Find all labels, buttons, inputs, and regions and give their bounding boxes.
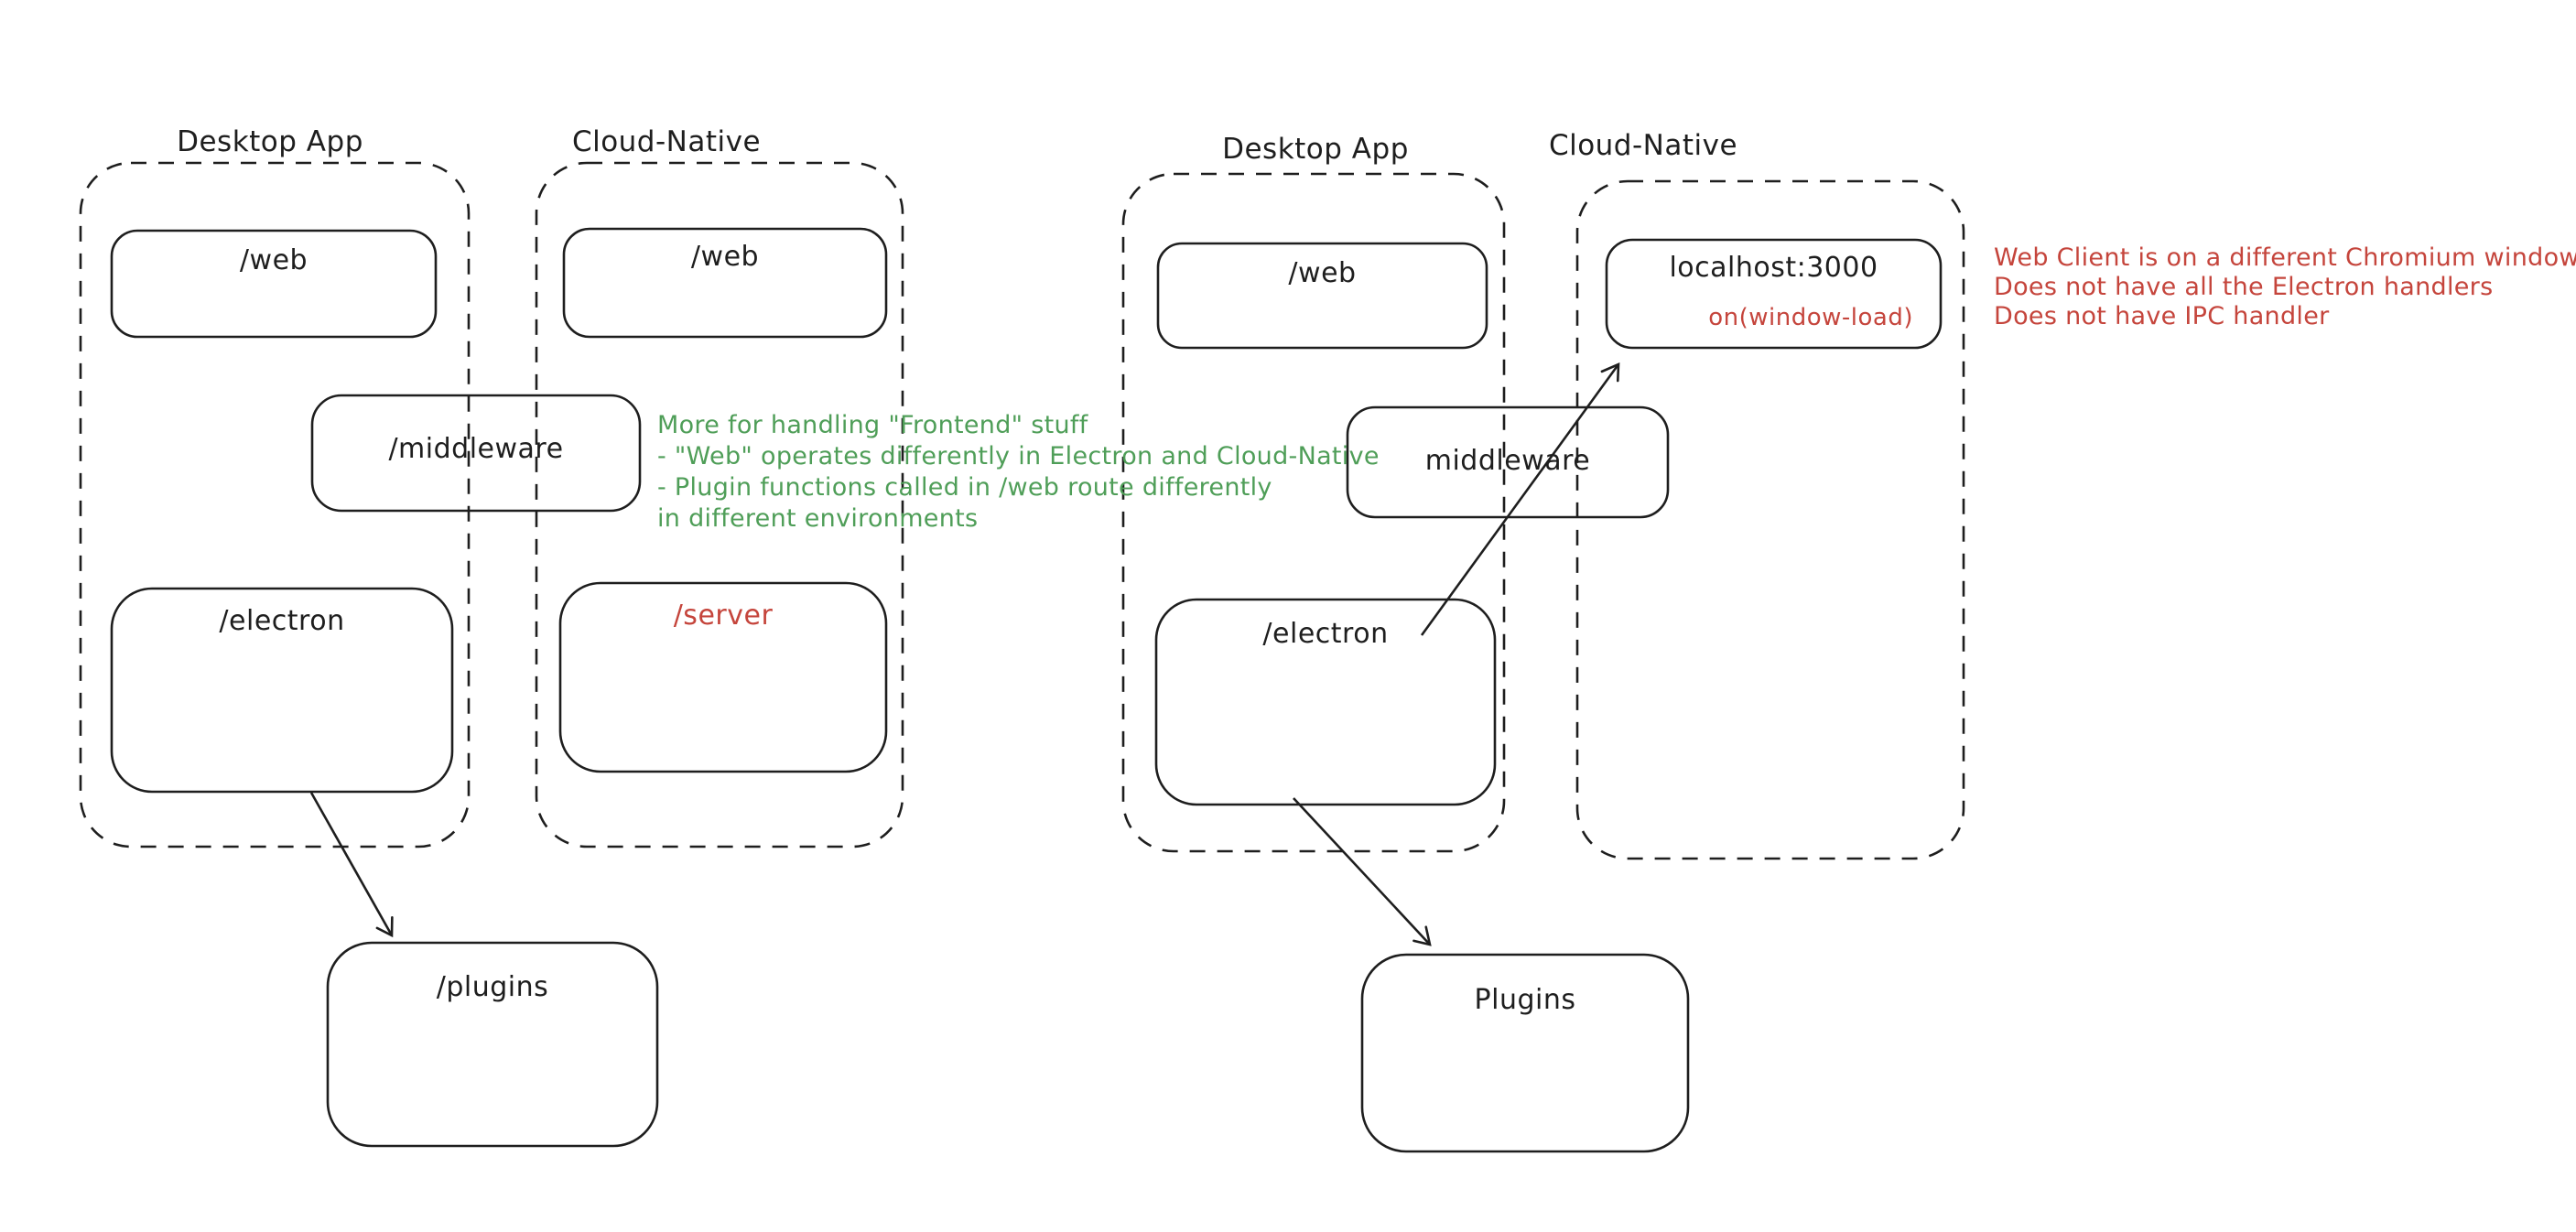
- green-note-line-4: in different environments: [657, 504, 979, 533]
- left-arrow-electron-to-plugins: [309, 792, 394, 938]
- red-note-line-2: Does not have all the Electron handlers: [1994, 273, 2494, 301]
- left-web-desktop-box: [110, 229, 438, 339]
- right-cloud-native-container: [1575, 179, 1965, 860]
- green-note-line-2: - "Web" operates differently in Electron…: [657, 442, 1380, 470]
- right-plugins-box: [1360, 953, 1690, 1153]
- right-electron-box: [1154, 598, 1497, 806]
- left-web-cloud-label: /web: [690, 241, 760, 273]
- right-arrow-electron-to-localhost: [1420, 362, 1620, 636]
- right-middleware-label: middleware: [1424, 445, 1591, 477]
- left-web-desktop-label: /web: [239, 244, 308, 276]
- left-desktop-app-container: [79, 161, 471, 848]
- green-note-line-1: More for handling "Frontend" stuff: [657, 411, 1088, 439]
- left-plugins-label: /plugins: [436, 971, 549, 1003]
- left-desktop-app-label: Desktop App: [177, 125, 363, 158]
- right-desktop-app-container: [1121, 172, 1506, 853]
- right-red-annotation: Web Client is on a different Chromium wi…: [1994, 243, 2576, 331]
- left-cloud-native-label: Cloud-Native: [571, 125, 762, 158]
- right-desktop-app-label: Desktop App: [1222, 133, 1409, 166]
- left-server-label: /server: [673, 600, 774, 632]
- left-cloud-native-container: [535, 161, 904, 848]
- right-localhost-box: [1605, 238, 1943, 350]
- left-green-annotation: More for handling "Frontend" stuff - "We…: [657, 410, 1380, 535]
- left-web-cloud-box: [562, 227, 888, 339]
- right-web-desktop-box: [1156, 242, 1488, 350]
- left-middleware-box: [310, 394, 642, 513]
- right-electron-label: /electron: [1262, 618, 1389, 650]
- left-electron-box: [110, 587, 454, 794]
- left-middleware-label: /middleware: [388, 433, 564, 465]
- right-arrow-electron-to-plugins: [1293, 797, 1432, 946]
- right-window-load-label: on(window-load): [1708, 304, 1913, 331]
- green-note-line-3: - Plugin functions called in /web route …: [657, 473, 1272, 502]
- right-localhost-label: localhost:3000: [1669, 252, 1878, 284]
- left-electron-label: /electron: [219, 605, 345, 637]
- red-note-line-1: Web Client is on a different Chromium wi…: [1994, 243, 2576, 272]
- left-plugins-box: [326, 941, 659, 1148]
- left-server-box: [558, 581, 888, 773]
- red-note-line-3: Does not have IPC handler: [1994, 302, 2330, 330]
- right-web-desktop-label: /web: [1288, 257, 1357, 289]
- right-plugins-label: Plugins: [1474, 984, 1576, 1016]
- right-cloud-native-label: Cloud-Native: [1548, 129, 1738, 162]
